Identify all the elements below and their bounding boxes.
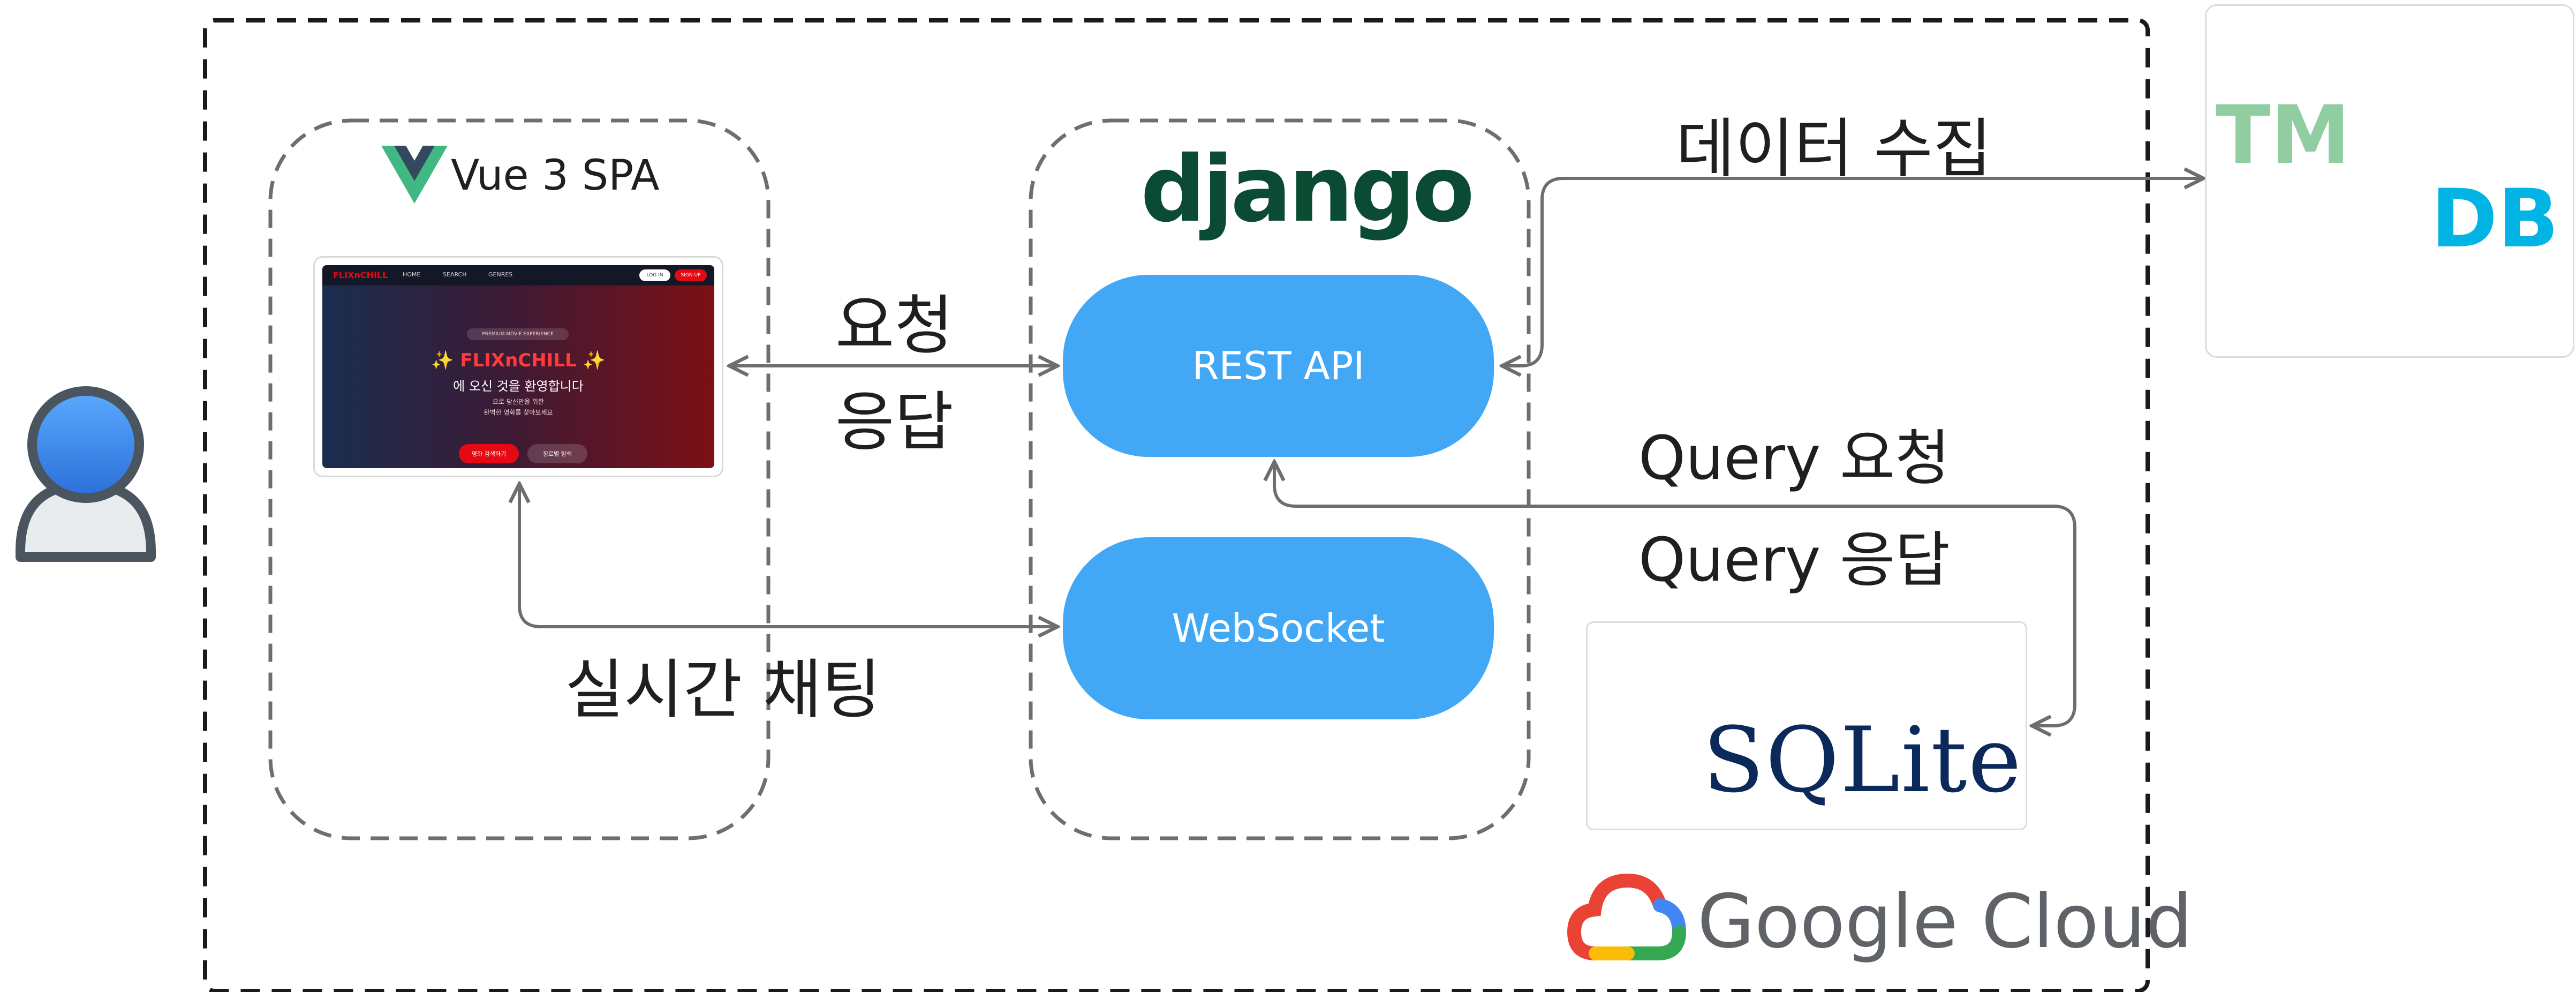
- hero-subtitle-1: 으로 당신만을 위한: [493, 398, 544, 405]
- search-movies-button[interactable]: 영화 검색하기: [459, 444, 519, 463]
- sqlite-wordmark: SQLite: [1703, 708, 2023, 813]
- app-navbar: FLIXnCHILL HOME SEARCH GENRES LOG IN SIG…: [322, 265, 714, 285]
- frontend-container: [268, 118, 770, 840]
- app-brand[interactable]: FLIXnCHILL: [333, 270, 388, 280]
- hero-title: ✨ FLIXnCHILL ✨: [431, 350, 606, 371]
- rest-api-node: REST API: [1063, 275, 1494, 457]
- nav-genres-link[interactable]: GENRES: [488, 271, 513, 278]
- app-screenshot: FLIXnCHILL HOME SEARCH GENRES LOG IN SIG…: [313, 256, 723, 477]
- login-button[interactable]: LOG IN: [639, 269, 670, 281]
- backend-container: [1029, 118, 1531, 840]
- data-collection-label: 데이터 수집: [1676, 112, 1992, 186]
- signup-button[interactable]: SIGN UP: [675, 269, 707, 281]
- sqlite-node: SQLite: [1586, 621, 2027, 830]
- cloud-boundary: [203, 18, 2150, 992]
- query-request-label: Query 요청: [1638, 424, 1951, 493]
- realtime-chat-arrow: [519, 484, 1057, 627]
- response-label: 응답: [835, 385, 954, 460]
- realtime-chat-label: 실시간 채팅: [565, 653, 881, 727]
- hero-brand: FLIXnCHILL: [460, 350, 577, 371]
- vue-logo-icon: [381, 146, 448, 204]
- nav-home-link[interactable]: HOME: [403, 271, 421, 278]
- user-icon: [16, 386, 156, 562]
- query-response-label: Query 응답: [1638, 525, 1951, 595]
- app-screenshot-canvas: FLIXnCHILL HOME SEARCH GENRES LOG IN SIG…: [322, 265, 714, 468]
- google-cloud-wordmark: Google Cloud: [1697, 878, 2193, 965]
- request-label: 요청: [835, 289, 954, 363]
- tmdb-text-top: TM: [2216, 89, 2351, 182]
- frontend-title: Vue 3 SPA: [451, 152, 660, 200]
- hero-welcome: 에 오신 것을 환영합니다: [453, 379, 584, 394]
- tmdb-text-bottom: DB: [2431, 172, 2559, 266]
- query-arrow: [1274, 462, 2076, 726]
- google-cloud-icon: [1567, 873, 1686, 960]
- django-logo: django: [1140, 137, 1475, 243]
- browse-genres-button[interactable]: 장르별 탐색: [527, 444, 587, 463]
- websocket-node: WebSocket: [1063, 537, 1494, 719]
- data-collection-arrow: [1502, 178, 2203, 366]
- hero-subtitle-2: 완벽한 영화를 찾아보세요: [484, 409, 553, 416]
- nav-search-link[interactable]: SEARCH: [443, 271, 467, 278]
- hero-badge: PREMIUM MOVIE EXPERIENCE: [467, 328, 569, 340]
- tmdb-node: [2205, 4, 2574, 358]
